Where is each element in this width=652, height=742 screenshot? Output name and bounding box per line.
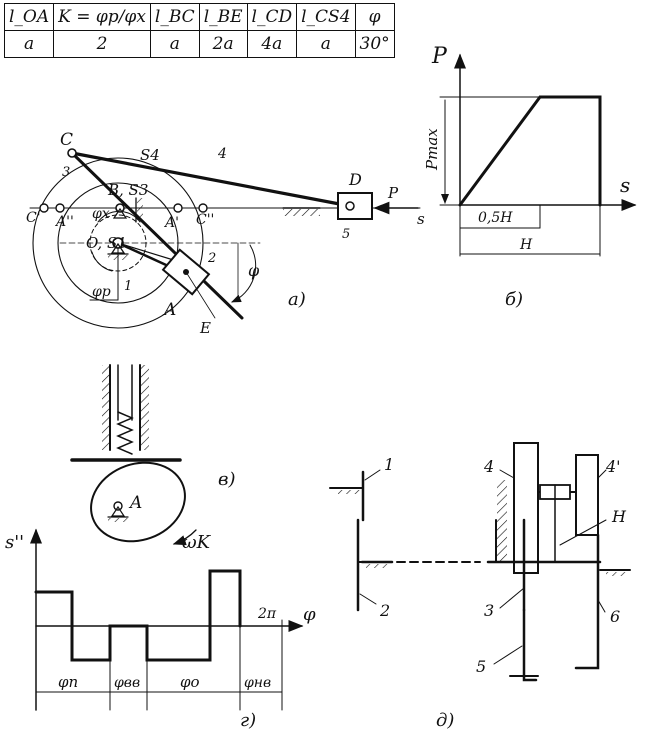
param-header: φ [354,3,395,31]
param-header: l_BE [198,3,248,31]
gear-4-prime [575,454,599,536]
trajectory-circle-outer [32,157,204,329]
label-s2-axis: s'' [5,532,24,553]
param-header: l_OA [3,3,55,31]
gear-5 [522,608,538,682]
label-h: H [519,237,533,253]
label-link-3: 3 [62,165,70,180]
label-pmax: Pmax [423,128,441,171]
joint-C [67,148,77,158]
label-phip: φp [92,284,111,300]
label-axis-s: s [417,210,425,228]
gear-4 [513,442,539,574]
gear-train-diagram: 1 2 3 4 4' H 5 6 д) [329,442,631,731]
param-value: a [296,30,356,58]
label-A-prime: A' [163,215,179,231]
label-2pi: 2π [257,606,277,622]
joint-C-prime [39,203,49,213]
label-phi: φ [248,261,260,280]
caption-g: г) [240,710,256,731]
joint-C-dprime [198,203,208,213]
force-graph: P s Pmax 0,5H H б) [423,44,637,310]
joint-A-prime [173,203,183,213]
label-s-axis: s [620,173,630,197]
angle-phi-arc [231,244,257,303]
label-phi-p: φп [58,673,78,691]
label-A-dprime: A'' [54,214,74,230]
joint-A-dprime [55,203,65,213]
acceleration-graph: s'' φ 2π φп φвв φо φнв г) [5,528,316,731]
label-A: A [162,300,176,320]
param-value: 30° [354,30,395,58]
label-gear-5: 5 [476,657,486,676]
cam-spring [116,411,134,455]
label-gear-4-prime: 4' [605,457,621,476]
label-gear-4: 4 [483,457,494,476]
link-4-connecting-rod [70,151,352,208]
param-value: 2 [53,30,151,58]
param-header: l_CS4 [296,3,356,31]
cam-diagram: A ωK в) [70,364,236,553]
label-gear-1: 1 [384,455,394,474]
param-value: 2a [198,30,248,58]
parameters-table: l_OA K = φp/φx l_BC l_BE l_CD l_CS4 φ a … [3,3,395,58]
parameters-value-row: a 2 a 2a 4a a 30° [3,30,395,58]
label-D: D [348,170,362,189]
caption-v: в) [218,469,236,490]
label-C-dprime: C'' [196,212,214,228]
label-C: C [60,130,73,150]
label-phi-o: φо [180,673,200,691]
label-O-S1: O, S1 [86,234,127,252]
label-phix: φx [92,206,110,222]
linkage-diagram: C C' A'' B, S3 A' C'' O, S1 A E D S4 1 2… [26,130,425,337]
label-cam-A: A [128,493,142,513]
joint-D [345,201,355,211]
label-half-h: 0,5H [478,210,513,226]
label-gear-6: 6 [610,607,620,626]
label-phi-vv: φвв [114,675,140,691]
label-E: E [199,319,211,337]
label-link-2: 2 [207,251,216,266]
label-omega: ωK [182,532,212,553]
label-phi-nv: φнв [244,675,271,691]
label-p-axis: P [431,44,448,69]
label-link-5: 5 [342,227,350,242]
acceleration-curve [34,569,242,662]
label-link-1: 1 [124,279,132,294]
label-force-P: P [387,184,399,202]
ground-hatch [283,209,320,216]
label-B-S3: B, S3 [107,181,148,199]
gear-6 [574,533,600,670]
label-link-4: 4 [217,146,227,162]
force-curve [458,95,602,207]
cam-profile [90,461,186,543]
param-value: a [3,30,55,58]
label-phi-axis: φ [303,604,316,625]
label-gear-3: 3 [484,601,494,620]
link-3-rocker [70,151,244,320]
label-S4: S4 [140,146,160,164]
label-carrier-H: H [611,507,627,526]
caption-b: б) [505,289,523,310]
label-C-prime: C' [26,210,41,226]
parameters-header-row: l_OA K = φp/φx l_BC l_BE l_CD l_CS4 φ [3,3,395,31]
label-gear-2: 2 [379,601,390,620]
slider-5 [337,192,373,220]
caption-d: д) [436,710,454,731]
caption-a: а) [288,289,306,310]
param-header: K = φp/φx [53,3,151,31]
